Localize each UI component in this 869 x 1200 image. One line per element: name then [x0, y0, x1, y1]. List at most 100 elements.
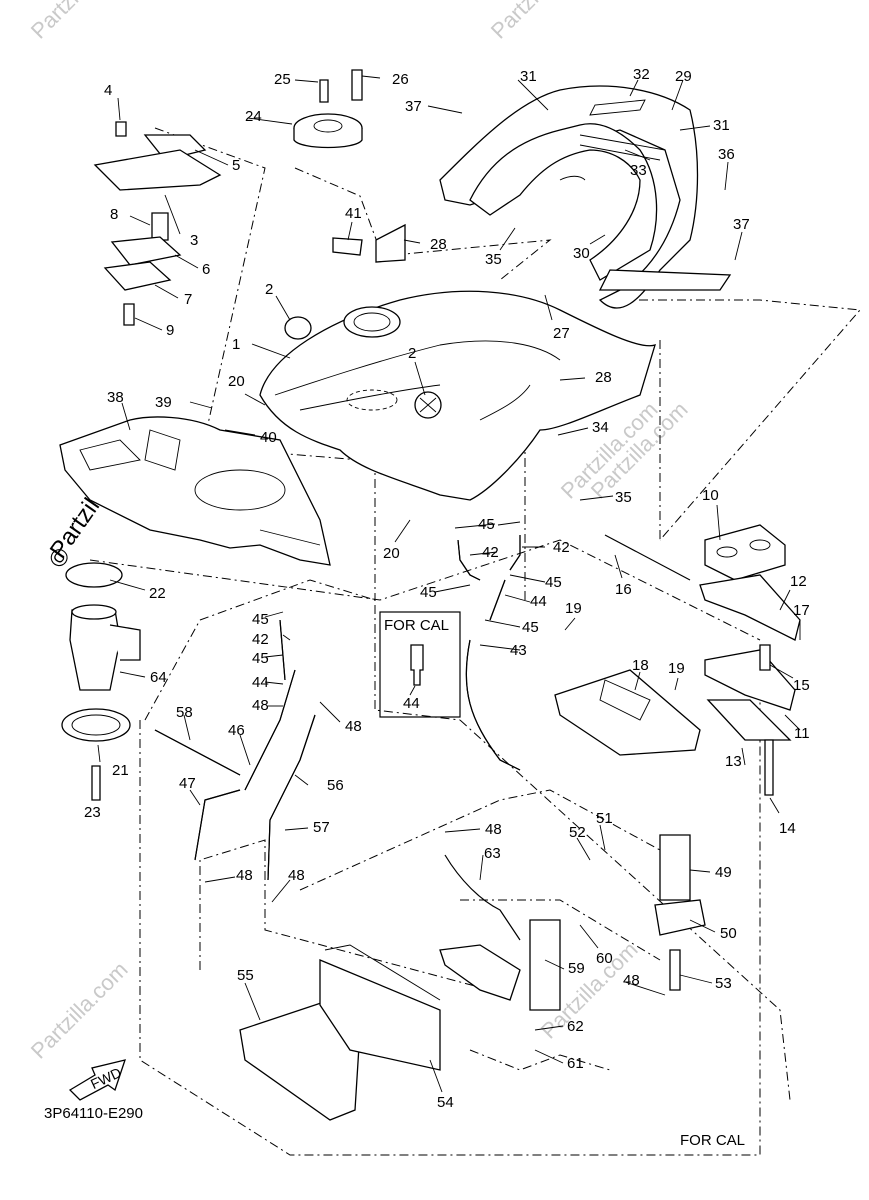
callout-28b: 28	[595, 369, 612, 386]
callout-20b: 20	[383, 545, 400, 562]
callout-43: 43	[510, 642, 527, 659]
callout-64: 64	[150, 669, 167, 686]
callout-48d: 48	[236, 867, 253, 884]
callout-30: 30	[573, 245, 590, 262]
callout-36: 36	[718, 146, 735, 163]
callout-61: 61	[567, 1055, 584, 1072]
callout-45f: 45	[252, 650, 269, 667]
callout-27: 27	[553, 325, 570, 342]
callout-7: 7	[184, 291, 192, 308]
callout-13: 13	[725, 753, 742, 770]
callout-17: 17	[793, 602, 810, 619]
callout-39: 39	[155, 394, 172, 411]
fuel-pump	[61, 562, 141, 801]
callout-20: 20	[228, 373, 245, 390]
callout-52: 52	[569, 824, 586, 841]
callout-35b: 35	[615, 489, 632, 506]
callout-42: 42	[482, 544, 499, 561]
canister-assembly	[239, 834, 706, 1121]
callout-45c: 45	[420, 584, 437, 601]
callout-4: 4	[104, 82, 112, 99]
callout-37: 37	[405, 98, 422, 115]
hoses	[154, 535, 521, 881]
callout-34: 34	[592, 419, 609, 436]
callout-16: 16	[615, 581, 632, 598]
callout-54: 54	[437, 1094, 454, 1111]
callout-18: 18	[632, 657, 649, 674]
diagram-code: 3P64110-E290	[44, 1105, 143, 1122]
callout-60: 60	[596, 950, 613, 967]
callout-10: 10	[702, 487, 719, 504]
watermark-text: Partzilla.com	[486, 0, 593, 44]
callout-41: 41	[345, 205, 362, 222]
callout-59: 59	[568, 960, 585, 977]
callout-44c: 44	[403, 695, 420, 712]
mount-plates	[93, 121, 222, 326]
callout-48f: 48	[623, 972, 640, 989]
callout-14: 14	[779, 820, 796, 837]
callout-32: 32	[633, 66, 650, 83]
callout-11: 11	[794, 725, 810, 742]
side-cover	[59, 416, 331, 566]
callout-40: 40	[260, 429, 277, 446]
callout-48c: 48	[485, 821, 502, 838]
callout-26: 26	[392, 71, 409, 88]
callout-19b: 19	[668, 660, 685, 677]
callout-31b: 31	[713, 117, 730, 134]
callout-55: 55	[237, 967, 254, 984]
callout-9: 9	[166, 322, 174, 339]
callout-45: 45	[478, 516, 495, 533]
callout-44: 44	[530, 593, 547, 610]
callout-5: 5	[232, 157, 240, 174]
callout-8: 8	[110, 206, 118, 223]
callout-21: 21	[112, 762, 129, 779]
boundary-lines	[89, 127, 862, 1156]
callout-45d: 45	[522, 619, 539, 636]
watermark-text: Partzilla.com	[26, 0, 133, 44]
callout-48e: 48	[288, 867, 305, 884]
hose-joint-shape	[410, 644, 424, 686]
callout-48b: 48	[345, 718, 362, 735]
callout-56: 56	[327, 777, 344, 794]
callout-1: 1	[232, 336, 240, 353]
callout-12: 12	[790, 573, 807, 590]
callout-50: 50	[720, 925, 737, 942]
callout-3: 3	[190, 232, 198, 249]
for-cal-bottom-label: FOR CAL	[680, 1132, 745, 1149]
callout-49: 49	[715, 864, 732, 881]
callout-24: 24	[245, 108, 262, 125]
callout-53: 53	[715, 975, 732, 992]
callout-45e: 45	[252, 611, 269, 628]
bracket-assembly	[554, 524, 801, 796]
callout-25: 25	[274, 71, 291, 88]
callout-35: 35	[485, 251, 502, 268]
callout-31: 31	[520, 68, 537, 85]
callout-33: 33	[630, 162, 647, 179]
for-cal-label: FOR CAL	[384, 617, 449, 634]
callout-2: 2	[265, 281, 273, 298]
callout-62: 62	[567, 1018, 584, 1035]
callout-28: 28	[430, 236, 447, 253]
callout-57: 57	[313, 819, 330, 836]
callout-19: 19	[565, 600, 582, 617]
callout-42c: 42	[252, 631, 269, 648]
callout-22: 22	[149, 585, 166, 602]
callout-44b: 44	[252, 674, 269, 691]
fwd-arrow: FWD	[68, 1059, 126, 1101]
callout-47: 47	[179, 775, 196, 792]
callout-51: 51	[596, 810, 613, 827]
fuel-cap	[293, 69, 406, 263]
callout-labels: 1 2 2 3 4 5 6 7 8 9 10 11 12 13 14 15 16…	[84, 66, 810, 1111]
watermark-text: Partzilla.com	[26, 957, 133, 1064]
callout-46: 46	[228, 722, 245, 739]
callout-63: 63	[484, 845, 501, 862]
leader-lines	[97, 75, 801, 1093]
fuel-tank	[259, 290, 656, 501]
callout-48: 48	[252, 697, 269, 714]
callout-2b: 2	[408, 345, 416, 362]
callout-15: 15	[793, 677, 810, 694]
seat-cowl	[439, 85, 732, 309]
for-cal-inset: FOR CAL	[379, 611, 461, 718]
callout-38: 38	[107, 389, 124, 406]
